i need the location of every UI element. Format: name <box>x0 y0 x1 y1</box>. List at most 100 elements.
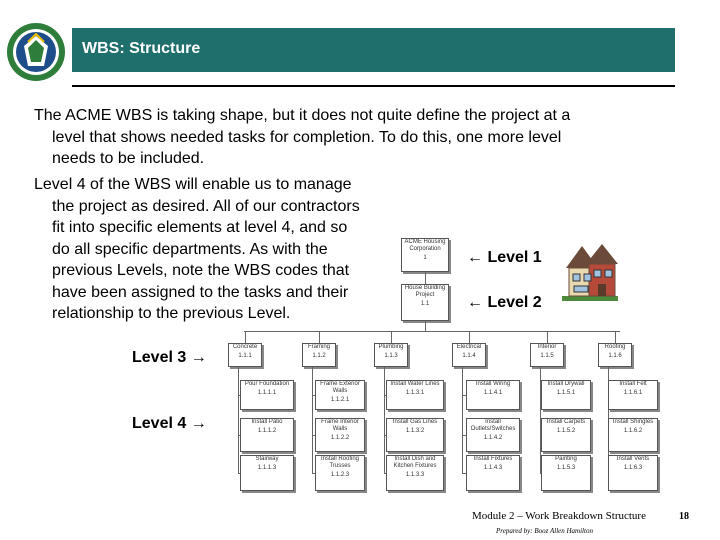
wbs-level4-code: 1.1.4.1 <box>483 390 503 396</box>
connector <box>469 331 470 343</box>
connector <box>312 367 313 473</box>
wbs-level4-code: 1.1.5.3 <box>556 465 576 471</box>
wbs-level3-label: Electrical <box>456 344 482 350</box>
wbs-level4-label: Stairway <box>255 456 279 462</box>
wbs-level4-box: Frame Exterior Walls 1.1.2.1 <box>315 380 365 410</box>
wbs-level4-label: Install Patio <box>251 419 283 425</box>
wbs-level4-label: Frame Exterior Walls <box>320 381 360 394</box>
wbs-level4-box: Stairway 1.1.1.3 <box>240 455 294 491</box>
wbs-level4-label: Install Dish and Kitchen Fixtures <box>393 456 437 469</box>
wbs-level4-box: Install Water Lines 1.1.3.1 <box>386 380 444 410</box>
connector <box>238 367 239 473</box>
connector <box>312 473 315 474</box>
wbs-root-label: ACME Housing Corporation <box>404 239 446 252</box>
connector <box>462 395 466 396</box>
wbs-level3-code: 1.1.6 <box>608 353 622 359</box>
connector <box>425 272 426 284</box>
level4-line: previous Levels, note the WBS codes that <box>52 262 350 279</box>
level4-paragraph: Level 4 of the WBS will enable us to man… <box>34 174 414 325</box>
wbs-level4-label: Install Fixtures <box>473 456 513 462</box>
connector <box>319 331 320 343</box>
level4-line: the project as desired. All of our contr… <box>52 197 360 215</box>
wbs-level4-label: Install Wiring <box>475 381 511 387</box>
wbs-level4-code: 1.1.1.3 <box>257 465 277 471</box>
level-3-label: Level 3 → <box>132 349 207 366</box>
wbs-level4-code: 1.1.5.2 <box>556 428 576 434</box>
wbs-level3-box: Electrical 1.1.4 <box>452 343 486 367</box>
wbs-level4-label: Install Gas Lines <box>392 419 438 425</box>
connector <box>238 473 240 474</box>
footer-module-title: Module 2 – Work Breakdown Structure <box>472 510 646 522</box>
level4-line: have been assigned to the tasks and thei… <box>52 283 349 301</box>
connector <box>245 331 246 343</box>
wbs-level4-box: Install Fixtures 1.1.4.3 <box>466 455 520 491</box>
wbs-level4-code: 1.1.6.1 <box>623 390 643 396</box>
wbs-level4-code: 1.1.5.1 <box>556 390 576 396</box>
wbs-level3-label: Plumbing <box>378 344 404 350</box>
connector <box>540 367 541 473</box>
connector <box>391 331 392 343</box>
level4-line: Level 4 of the WBS will enable us to man… <box>34 176 352 193</box>
connector <box>384 367 385 473</box>
wbs-level4-box: Install Felt 1.1.6.1 <box>608 380 658 410</box>
wbs-level3-label: Interior <box>537 344 557 350</box>
intro-line: level that shows needed tasks for comple… <box>52 128 562 146</box>
connector <box>238 435 240 436</box>
wbs-project-code: 1.1 <box>420 301 430 307</box>
wbs-level4-label: Install Drywall <box>547 381 585 387</box>
wbs-root-box: ACME Housing Corporation 1 <box>401 238 449 272</box>
wbs-level4-label: Install Vents <box>616 456 650 462</box>
connector <box>462 473 466 474</box>
connector <box>540 435 541 436</box>
wbs-level4-code: 1.1.4.2 <box>483 435 503 441</box>
wbs-level3-box: Roofing 1.1.6 <box>598 343 632 367</box>
level-2-label: ← Level 2 <box>467 294 542 311</box>
wbs-level3-code: 1.1.2 <box>312 353 326 359</box>
wbs-level4-box: Install Drywall 1.1.5.1 <box>541 380 591 410</box>
slide-title: WBS: Structure <box>72 28 675 72</box>
wbs-level4-label: Install Felt <box>619 381 647 387</box>
connector <box>312 435 315 436</box>
wbs-level3-label: Roofing <box>604 344 626 350</box>
wbs-level4-code: 1.1.2.3 <box>330 472 350 478</box>
level4-line: do all specific departments. As with the <box>52 240 328 258</box>
wbs-level4-code: 1.1.2.1 <box>330 397 350 403</box>
wbs-root-code: 1 <box>423 255 427 261</box>
wbs-level3-label: Concrete <box>232 344 258 350</box>
wbs-level4-code: 1.1.3.3 <box>405 472 425 478</box>
wbs-level3-code: 1.1.4 <box>462 353 476 359</box>
footer-prepared-by: Prepared by: Booz Allen Hamilton <box>496 527 593 535</box>
connector <box>615 331 616 343</box>
wbs-level4-code: 1.1.2.2 <box>330 435 350 441</box>
wbs-level4-code: 1.1.6.3 <box>623 465 643 471</box>
doe-seal-logo <box>7 23 65 81</box>
intro-line: The ACME WBS is taking shape, but it doe… <box>34 107 571 124</box>
wbs-level3-code: 1.1.3 <box>384 353 398 359</box>
level-1-label: ← Level 1 <box>467 249 542 266</box>
wbs-level3-box: Framing 1.1.2 <box>302 343 336 367</box>
wbs-level4-code: 1.1.4.3 <box>483 465 503 471</box>
wbs-level3-code: 1.1.5 <box>540 353 554 359</box>
wbs-level3-box: Interior 1.1.5 <box>530 343 564 367</box>
title-divider <box>72 85 675 87</box>
wbs-level4-label: Install Water Lines <box>390 381 440 387</box>
intro-paragraph: The ACME WBS is taking shape, but it doe… <box>34 105 674 170</box>
wbs-level4-box: Install Vents 1.1.6.3 <box>608 455 658 491</box>
level-4-label: Level 4 → <box>132 415 207 432</box>
wbs-level4-box: Install Dish and Kitchen Fixtures 1.1.3.3 <box>386 455 444 491</box>
connector <box>547 331 548 343</box>
connector <box>540 473 541 474</box>
wbs-level4-code: 1.1.3.1 <box>405 390 425 396</box>
wbs-level4-label: Pour Foundation <box>244 381 290 387</box>
connector <box>540 395 541 396</box>
wbs-level4-label: Install Shingles <box>612 419 654 425</box>
wbs-level3-code: 1.1.1 <box>238 353 252 359</box>
wbs-level3-label: Framing <box>307 344 330 350</box>
